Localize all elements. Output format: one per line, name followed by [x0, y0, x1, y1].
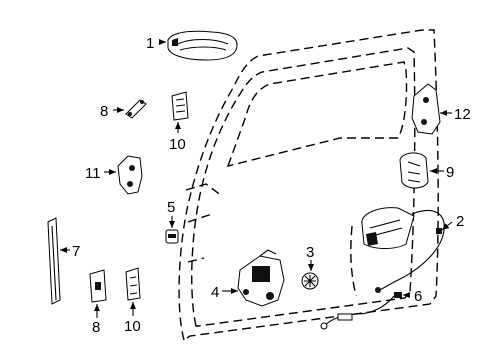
- callout-3: 3: [306, 244, 314, 261]
- leader-lines: [60, 39, 453, 318]
- remote-control-assembly: [361, 207, 445, 293]
- striker-plate: [411, 83, 441, 135]
- callout-8a: 8: [100, 103, 108, 120]
- door-bumper: [399, 152, 429, 189]
- weatherstrip-channel: [47, 217, 61, 305]
- callout-8b: 8: [92, 319, 100, 336]
- callout-6: 6: [414, 288, 422, 305]
- grommet: [301, 272, 319, 290]
- latch-bracket: [117, 155, 143, 195]
- rod-retainer-lower: [125, 267, 141, 301]
- rod-retainer-upper: [171, 91, 189, 121]
- lock-rod-clip-lower: [89, 269, 107, 303]
- callout-10b: 10: [124, 318, 141, 335]
- callout-12: 12: [454, 106, 471, 123]
- callout-2: 2: [456, 213, 464, 230]
- lock-button: [165, 229, 179, 244]
- lock-rod-clip-upper: [125, 99, 147, 119]
- callout-7: 7: [72, 243, 80, 260]
- callout-labels: 1 2 3 4 5 6 7 8 8 9 10 10 11 12: [72, 35, 471, 336]
- callout-1: 1: [146, 35, 154, 52]
- door-latch-assembly: [237, 249, 285, 307]
- callout-5: 5: [167, 199, 175, 216]
- callout-11: 11: [85, 165, 101, 182]
- outside-door-handle: [167, 30, 238, 61]
- lock-cable: [320, 292, 402, 330]
- callout-4: 4: [211, 284, 219, 301]
- callout-10a: 10: [169, 136, 186, 153]
- callout-9: 9: [446, 164, 454, 181]
- door-outline: [178, 29, 439, 342]
